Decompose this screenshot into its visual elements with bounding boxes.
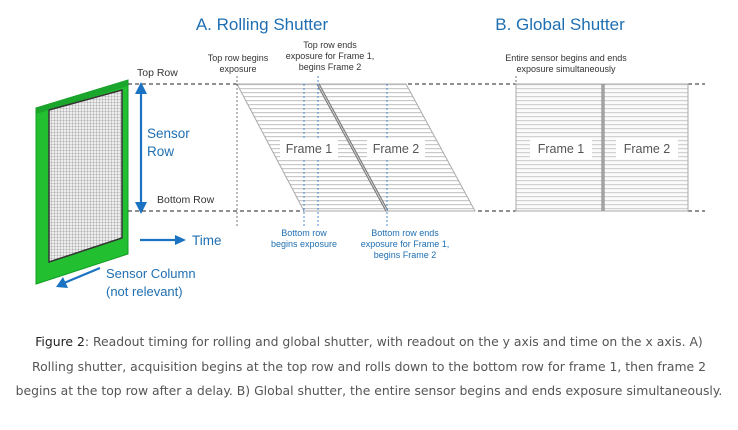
rolling-frame1-box	[280, 138, 338, 159]
top-begins-annotation: Top row begins exposure	[208, 53, 269, 74]
time-label: Time	[192, 233, 222, 248]
global-annotation: Entire sensor begins and ends exposure s…	[505, 53, 627, 74]
global-frame1-box	[530, 138, 592, 159]
global-frame2-box	[616, 138, 678, 159]
sensor-panel	[35, 79, 129, 285]
rolling-frame2-box	[367, 138, 425, 159]
rolling-frame2-label: Frame 2	[373, 142, 420, 156]
global-note-line1: Entire sensor begins and ends	[505, 53, 627, 63]
global-frame2-label: Frame 2	[624, 142, 671, 156]
top-row-label: Top Row	[137, 67, 178, 79]
bottom-begins-line2: begins exposure	[271, 239, 337, 249]
sensor-column-arrow	[63, 266, 101, 285]
bottom-begins-line1: Bottom row	[281, 228, 327, 238]
rolling-exposure-band	[236, 83, 476, 212]
bottom-ends-annotation: Bottom row ends exposure for Frame 1, be…	[361, 228, 450, 260]
rolling-shutter-title: A. Rolling Shutter	[196, 15, 329, 34]
sensor-row-arrow-head-down	[135, 202, 147, 214]
sensor-column-label-line2: (not relevant)	[106, 284, 183, 299]
figure-caption: Figure 2: Readout timing for rolling and…	[14, 330, 724, 404]
rolling-frame1-label: Frame 1	[286, 142, 333, 156]
top-ends-annotation: Top row ends exposure for Frame 1, begin…	[286, 40, 375, 72]
top-ends-line3: begins Frame 2	[299, 62, 362, 72]
top-begins-line1: Top row begins	[208, 53, 269, 63]
time-arrow-head	[175, 235, 186, 245]
figure-caption-text: : Readout timing for rolling and global …	[15, 334, 723, 398]
sensor-row-arrow-head-up	[135, 82, 147, 94]
sensor-row-label-line2: Row	[147, 144, 174, 159]
top-ends-line1: Top row ends	[303, 40, 357, 50]
top-ends-line2: exposure for Frame 1,	[286, 51, 375, 61]
top-begins-line2: exposure	[219, 64, 256, 74]
bottom-ends-line3: begins Frame 2	[374, 250, 437, 260]
bottom-ends-line1: Bottom row ends	[371, 228, 439, 238]
bottom-begins-annotation: Bottom row begins exposure	[271, 228, 337, 249]
bottom-ends-line2: exposure for Frame 1,	[361, 239, 450, 249]
sensor-column-label-line1: Sensor Column	[106, 266, 196, 281]
sensor-row-label-line1: Sensor	[147, 126, 190, 141]
figure-caption-lead: Figure 2	[35, 334, 85, 349]
sensor-pixel-grid	[48, 89, 123, 264]
global-frame1-label: Frame 1	[538, 142, 585, 156]
shutter-diagram: A. Rolling Shutter B. Global Shutter Top…	[35, 15, 705, 299]
bottom-row-label: Bottom Row	[157, 194, 215, 206]
global-shutter-title: B. Global Shutter	[495, 15, 625, 34]
sensor-column-arrow-head	[56, 277, 68, 288]
global-note-line2: exposure simultaneously	[516, 64, 616, 74]
